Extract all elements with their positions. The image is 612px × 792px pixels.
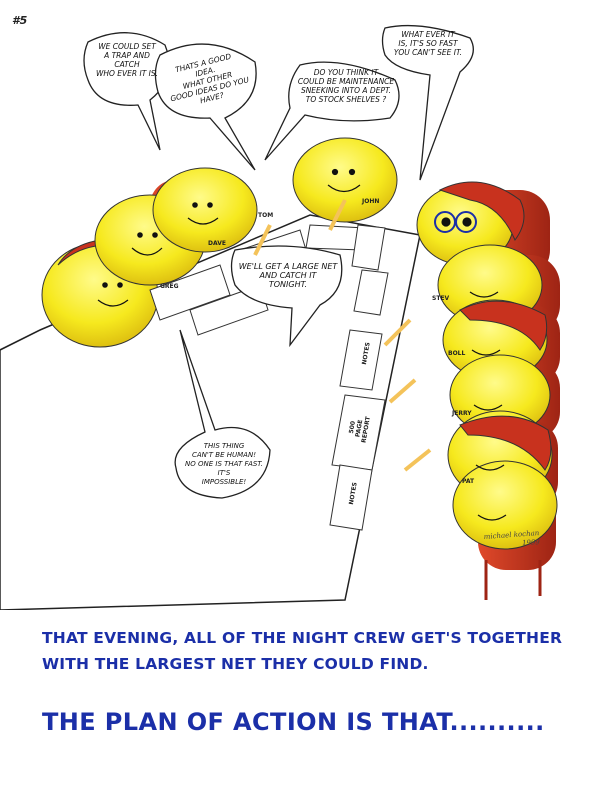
bubble-line: SNEEKING INTO A DEPT. [300, 86, 392, 95]
page-number: #5 [12, 14, 28, 27]
bubble-line: IS, IT'S SO FAST [398, 39, 458, 48]
bubble-line: YOU CAN'T SEE IT. [393, 48, 463, 57]
bubble-line: COULD BE MAINTENANCE [297, 77, 395, 86]
bubble-line: WE'LL GET A LARGE NET [238, 262, 338, 271]
bubble-line: TO STOCK SHELVES ? [305, 95, 387, 104]
bubble-line: AND CATCH IT [259, 271, 317, 280]
bubble-line: CAN'T BE HUMAN! [191, 451, 257, 459]
bubble-text-human: THIS THING CAN'T BE HUMAN! NO ONE IS THA… [178, 442, 270, 487]
caption-line-2: WITH THE LARGEST NET THEY COULD FIND. [42, 655, 429, 673]
bubble-line: NO ONE IS THAT FAST. IT'S [185, 460, 263, 477]
bubble-line: WHAT EVER IT [401, 30, 455, 39]
name-tag-jerry: JERRY [452, 410, 472, 417]
bubble-line: WE COULD SET [98, 42, 156, 51]
pencils [253, 199, 432, 472]
bubble-line: IMPOSSIBLE! [201, 478, 247, 486]
bubble-line: A TRAP AND CATCH [104, 51, 150, 69]
bubble-line: THIS THING [203, 442, 245, 450]
characters [41, 137, 558, 550]
bubble-line: DO YOU THINK IT [313, 68, 379, 77]
caption-line-1: THAT EVENING, ALL OF THE NIGHT CREW GET'… [42, 629, 563, 647]
name-tag-stev: STEV [432, 295, 450, 302]
caption-headline: THE PLAN OF ACTION IS THAT.......... [42, 708, 545, 736]
name-tag-greg: GREG [160, 283, 179, 290]
name-tag-john: JOHN [362, 198, 380, 205]
bubble-line: TONIGHT. [268, 280, 308, 289]
name-tag-tom: TOM [258, 212, 274, 219]
bubble-text-maintenance: DO YOU THINK IT COULD BE MAINTENANCE SNE… [296, 68, 396, 104]
bubble-text-fast: WHAT EVER IT IS, IT'S SO FAST YOU CAN'T … [388, 30, 468, 57]
faces [97, 168, 507, 521]
bubble-text-net: WE'LL GET A LARGE NET AND CATCH IT TONIG… [236, 262, 340, 289]
bubble-text-trap: WE COULD SET A TRAP AND CATCH WHO EVER I… [92, 42, 162, 78]
name-tag-pat: PAT [462, 478, 475, 485]
meeting-illustration [0, 24, 560, 610]
bubble-line: WHO EVER IT IS. [95, 69, 159, 78]
speech-bubbles [83, 24, 474, 499]
name-tag-boll: BOLL [448, 350, 466, 357]
name-tag-dave: DAVE [208, 240, 226, 247]
